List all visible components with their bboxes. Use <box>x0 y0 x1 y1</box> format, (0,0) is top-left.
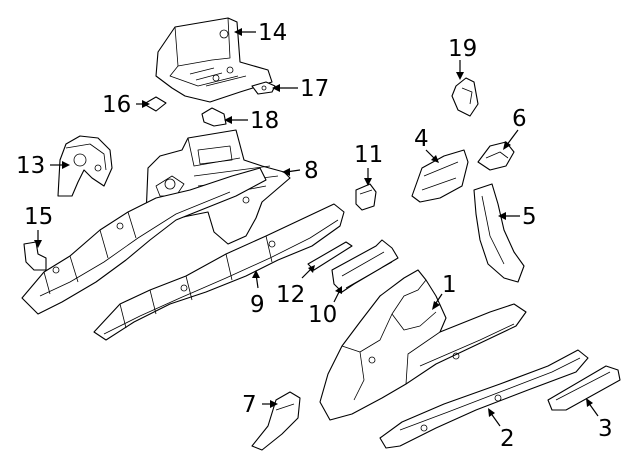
callout-14: 14 <box>258 20 287 46</box>
callout-8: 8 <box>304 158 319 184</box>
callout-4: 4 <box>414 126 429 152</box>
part-4-panel <box>411 149 469 203</box>
part-7-bracket <box>251 391 301 451</box>
part-16-plate <box>143 96 167 112</box>
callout-9: 9 <box>250 292 265 318</box>
part-6-bracket <box>477 141 515 171</box>
callout-3: 3 <box>598 416 613 442</box>
callout-5: 5 <box>522 204 537 230</box>
callout-7: 7 <box>242 392 257 418</box>
callout-12: 12 <box>276 282 305 308</box>
callout-17: 17 <box>300 76 329 102</box>
callout-10: 10 <box>308 302 337 328</box>
part-17-bracket <box>251 81 276 95</box>
callout-6: 6 <box>512 106 527 132</box>
callout-labels: 14 17 16 18 19 4 6 5 13 8 11 15 9 12 10 … <box>16 20 613 452</box>
callout-15: 15 <box>24 204 53 230</box>
part-11-bracket <box>355 183 377 211</box>
part-1-side-member <box>319 269 527 421</box>
callout-2: 2 <box>500 426 515 452</box>
part-5-pillar <box>473 183 525 283</box>
part-3-extension <box>547 365 621 411</box>
callout-19: 19 <box>448 36 477 62</box>
part-13-wheelhouse <box>57 135 113 197</box>
part-14-floor-pan <box>155 17 273 103</box>
rear-side-rail-left <box>21 167 267 315</box>
part-18-clip <box>201 107 227 127</box>
callout-1: 1 <box>442 272 457 298</box>
callout-18: 18 <box>250 108 279 134</box>
part-9-rail <box>93 203 345 341</box>
callout-13: 13 <box>16 153 45 179</box>
part-19-bracket <box>451 77 479 117</box>
part-10-channel <box>331 239 399 293</box>
callout-16: 16 <box>102 92 131 118</box>
leader-lines <box>34 28 599 427</box>
part-15-bracket <box>23 241 47 271</box>
callout-11: 11 <box>354 142 383 168</box>
part-2-rocker <box>379 349 589 449</box>
